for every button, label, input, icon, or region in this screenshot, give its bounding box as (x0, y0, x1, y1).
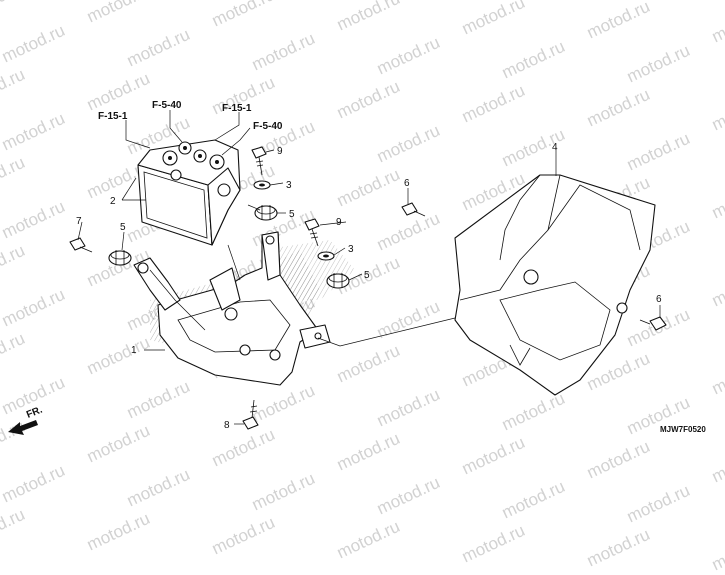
abs-bracket (133, 231, 331, 386)
callout-7: 7 (76, 216, 82, 227)
grommet-5b (108, 250, 132, 266)
callout-2: 2 (110, 196, 116, 207)
callout-9b: 9 (336, 217, 342, 228)
parts-diagram: 1 2 3 3 4 5 5 5 6 6 7 8 9 9 F-15-1 F-5-4… (8, 100, 706, 435)
ref-label-4: F-5-40 (253, 121, 283, 132)
callout-3a: 3 (286, 180, 292, 191)
callout-5a: 5 (289, 209, 295, 220)
abs-modulator (137, 139, 241, 246)
bolt-8 (242, 399, 259, 430)
callout-6b: 6 (656, 294, 662, 305)
ref-label-3: F-15-1 (222, 103, 252, 114)
leader-lines (77, 110, 661, 425)
callout-6a: 6 (404, 178, 410, 189)
front-arrow: FR. (8, 404, 44, 435)
callout-1: 1 (131, 345, 137, 356)
reference-labels: F-15-1 F-5-40 F-15-1 F-5-40 (98, 100, 283, 132)
callout-labels: 1 2 3 3 4 5 5 5 6 6 7 8 9 9 (76, 142, 662, 431)
callout-3b: 3 (348, 244, 354, 255)
callout-9a: 9 (277, 146, 283, 157)
diagram-code: MJW7F0520 (660, 425, 706, 434)
callout-4: 4 (552, 142, 558, 153)
callout-8: 8 (224, 420, 230, 431)
collar-3a (253, 180, 271, 190)
grommet-5a (254, 205, 278, 221)
bolt-6b (639, 316, 667, 331)
bolt-9b (304, 218, 320, 247)
front-label: FR. (25, 404, 44, 420)
collar-3b (317, 251, 335, 261)
callout-5b: 5 (120, 222, 126, 233)
bolt-7 (69, 237, 93, 253)
ref-label-1: F-15-1 (98, 111, 128, 122)
ref-label-2: F-5-40 (152, 100, 182, 111)
abs-cover (454, 174, 656, 396)
callout-5c: 5 (364, 270, 370, 281)
bolt-9a (251, 146, 267, 176)
bolt-6a (401, 202, 426, 217)
grommet-5c (326, 273, 350, 289)
